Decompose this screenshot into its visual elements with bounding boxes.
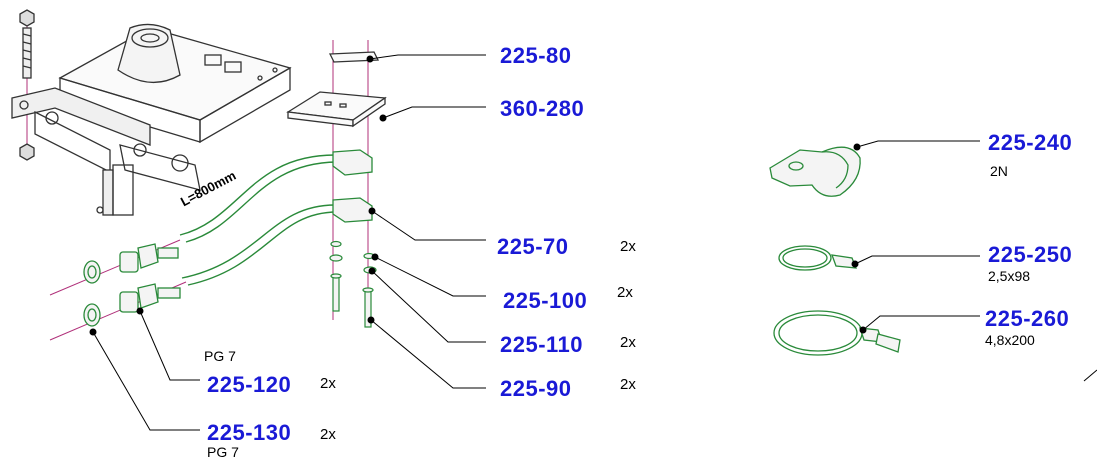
quantity-225-70: 2x xyxy=(620,238,636,255)
cable-gland-icon xyxy=(49,239,181,296)
quantity-225-120: 2x xyxy=(320,375,336,392)
quantity-225-100: 2x xyxy=(617,284,633,301)
leader-lines xyxy=(89,54,1097,431)
cable-connector xyxy=(332,149,373,223)
part-number-225-250: 225‑250 xyxy=(988,242,1073,267)
plate-icon xyxy=(328,51,380,63)
cable-gland-icon xyxy=(49,281,187,341)
cable xyxy=(179,154,338,286)
screw-icon xyxy=(330,273,374,328)
part-number-225-130: 225‑130 xyxy=(207,420,292,445)
washer-icon xyxy=(329,240,377,274)
spec-225-120: PG 7 xyxy=(204,348,236,364)
spec-225-250: 2,5x98 xyxy=(988,268,1031,284)
part-number-225-260: 225‑260 xyxy=(985,306,1070,331)
quantity-225-110: 2x xyxy=(620,334,636,351)
quantity-225-130: 2x xyxy=(320,426,336,443)
part-number-225-110: 225‑110 xyxy=(500,332,584,357)
spec-225-260: 4,8x200 xyxy=(985,332,1035,348)
bracket-assembly-icon xyxy=(11,9,292,216)
part-number-225-120: 225‑120 xyxy=(207,372,292,397)
part-number-225-90: 225‑90 xyxy=(500,376,572,401)
part-number-225-100: 225‑100 xyxy=(503,288,588,313)
cable-tie-icon xyxy=(778,245,858,271)
cable-tie-icon xyxy=(773,310,901,356)
part-number-225-70: 225‑70 xyxy=(497,234,569,259)
part-number-225-240: 225‑240 xyxy=(988,130,1073,155)
spec-225-130: PG 7 xyxy=(207,444,239,460)
plate-icon xyxy=(286,91,387,128)
part-number-360-280: 360‑280 xyxy=(500,96,585,121)
quantity-225-90: 2x xyxy=(620,376,636,393)
part-number-225-80: 225‑80 xyxy=(500,43,572,68)
cable-clamp-icon xyxy=(769,146,861,197)
spec-225-240: 2N xyxy=(990,163,1008,179)
